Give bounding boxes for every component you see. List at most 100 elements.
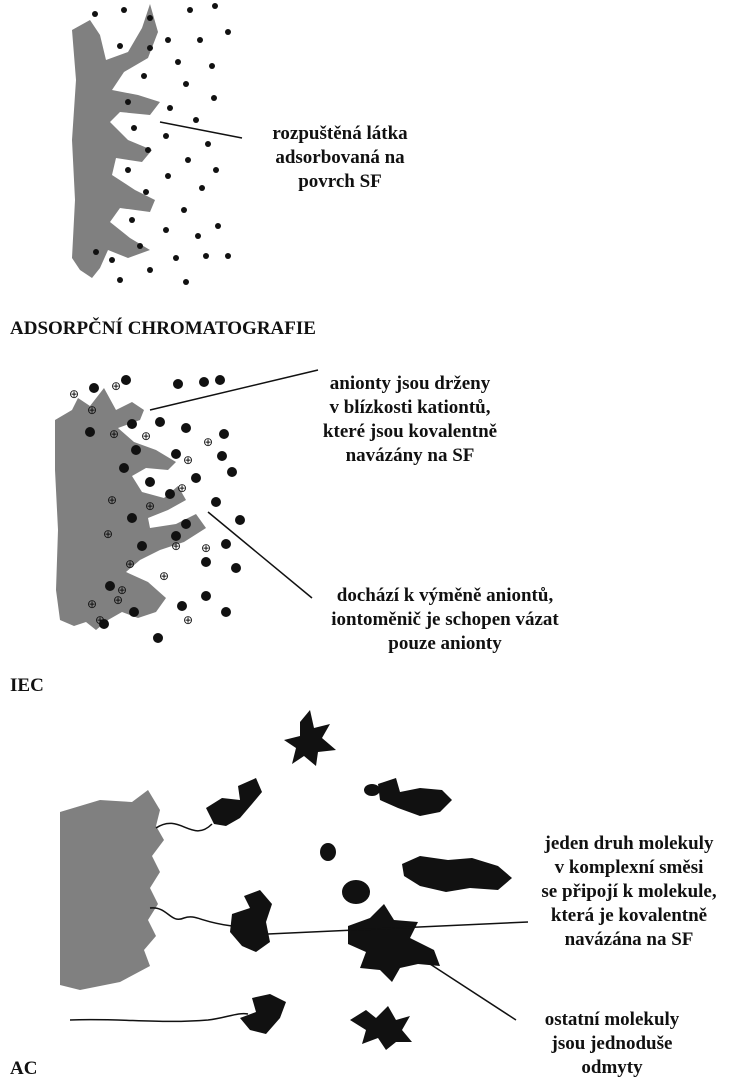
solute-dot xyxy=(215,223,221,229)
anion-dot xyxy=(127,513,137,523)
solute-dot xyxy=(187,7,193,13)
iec-title: IEC xyxy=(10,675,44,696)
cation-site: ⊕ xyxy=(159,569,169,583)
solute-dot xyxy=(145,147,151,153)
solute-dot xyxy=(163,133,169,139)
ac-pointer-2 xyxy=(429,963,517,1021)
cation-site: ⊕ xyxy=(113,593,123,607)
ac-pointer-1 xyxy=(267,921,529,935)
anion-dot xyxy=(119,463,129,473)
solute-dot xyxy=(212,3,218,9)
anion-dot xyxy=(137,541,147,551)
iec-pointer-2 xyxy=(207,511,313,599)
cation-site: ⊕ xyxy=(171,539,181,553)
ac-label-binding-line-2: v komplexní směsi xyxy=(554,857,704,878)
anion-dot xyxy=(181,519,191,529)
anion-dot xyxy=(89,383,99,393)
anion-dot xyxy=(211,497,221,507)
solute-dot xyxy=(197,37,203,43)
ac-label-binding-line-4: která je kovalentně xyxy=(550,905,708,926)
linker-middle xyxy=(149,907,233,927)
solute-dot xyxy=(183,279,189,285)
anion-dot xyxy=(153,633,163,643)
cation-site: ⊕ xyxy=(177,481,187,495)
anion-dot xyxy=(105,581,115,591)
linker-top xyxy=(155,822,213,832)
anion-dot xyxy=(177,601,187,611)
solute-dot xyxy=(205,141,211,147)
solute-dot xyxy=(173,255,179,261)
free-molecule-star xyxy=(284,710,336,766)
iec-label-anions: anionty jsou drženy v blízkosti kationtů… xyxy=(295,372,525,468)
solute-dot xyxy=(181,207,187,213)
adsorption-label-line-1: rozpuštěná látka xyxy=(272,123,408,144)
ac-label-washed: ostatní molekuly jsou jednoduše odmyty xyxy=(522,1008,702,1080)
ac-title: AC xyxy=(10,1058,38,1079)
solute-dot xyxy=(199,185,205,191)
free-molecule-oval xyxy=(342,880,370,904)
solute-dot xyxy=(93,249,99,255)
solute-dot xyxy=(211,95,217,101)
affinity-matrix xyxy=(60,790,164,990)
free-molecule-top-right xyxy=(378,778,452,816)
anion-dot xyxy=(191,473,201,483)
anion-dot xyxy=(215,375,225,385)
cation-site: ⊕ xyxy=(183,613,193,627)
ac-label-binding-line-3: se připojí k molekule, xyxy=(541,881,717,902)
iec-label-exchange-line-1: dochází k výměně aniontů, xyxy=(336,585,554,606)
cation-site: ⊕ xyxy=(201,541,211,555)
anion-dot xyxy=(165,489,175,499)
anion-dot xyxy=(217,451,227,461)
solute-dot xyxy=(92,11,98,17)
cation-site: ⊕ xyxy=(87,403,97,417)
cation-site: ⊕ xyxy=(117,583,127,597)
solute-dot xyxy=(163,227,169,233)
solute-dot xyxy=(225,253,231,259)
free-molecule-flower xyxy=(350,1006,412,1050)
anion-dot xyxy=(129,607,139,617)
solute-dot xyxy=(117,43,123,49)
iec-pointer-1 xyxy=(149,369,319,411)
free-molecule-small-1 xyxy=(364,784,380,796)
solute-dot xyxy=(183,81,189,87)
anion-dot xyxy=(221,607,231,617)
cation-site: ⊕ xyxy=(183,453,193,467)
cation-site: ⊕ xyxy=(111,379,121,393)
solute-dot xyxy=(175,59,181,65)
solute-dot xyxy=(165,37,171,43)
iec-label-exchange: dochází k výměně aniontů, iontoměnič je … xyxy=(305,584,585,656)
solute-dot xyxy=(137,243,143,249)
ion-exchanger xyxy=(55,388,206,630)
anion-dot xyxy=(201,557,211,567)
cation-site: ⊕ xyxy=(125,557,135,571)
solute-dot xyxy=(147,15,153,21)
ac-label-washed-line-1: ostatní molekuly xyxy=(544,1009,680,1030)
stationary-phase xyxy=(72,4,160,278)
anion-dot xyxy=(99,619,109,629)
anion-dot xyxy=(201,591,211,601)
anion-dot xyxy=(131,445,141,455)
anion-dot xyxy=(171,449,181,459)
solute-dot xyxy=(203,253,209,259)
anion-dot xyxy=(181,423,191,433)
cation-site: ⊕ xyxy=(69,387,79,401)
solute-dot xyxy=(167,105,173,111)
solute-dot xyxy=(109,257,115,263)
solute-dot xyxy=(165,173,171,179)
anion-dot xyxy=(173,379,183,389)
ac-label-binding: jeden druh molekuly v komplexní směsi se… xyxy=(518,832,740,952)
cation-site: ⊕ xyxy=(95,613,105,627)
bound-ligand-bottom xyxy=(240,994,286,1034)
cation-site: ⊕ xyxy=(103,527,113,541)
solute-dot xyxy=(147,267,153,273)
solute-dot xyxy=(125,99,131,105)
solute-dot xyxy=(225,29,231,35)
iec-label-exchange-line-3: pouze anionty xyxy=(388,633,502,654)
solute-dot xyxy=(117,277,123,283)
adsorption-label-line-2: adsorbovaná na xyxy=(275,147,405,168)
solute-dot xyxy=(195,233,201,239)
cation-site: ⊕ xyxy=(87,597,97,611)
anion-particles xyxy=(85,375,245,643)
solute-dot xyxy=(121,7,127,13)
solute-dot xyxy=(131,125,137,131)
